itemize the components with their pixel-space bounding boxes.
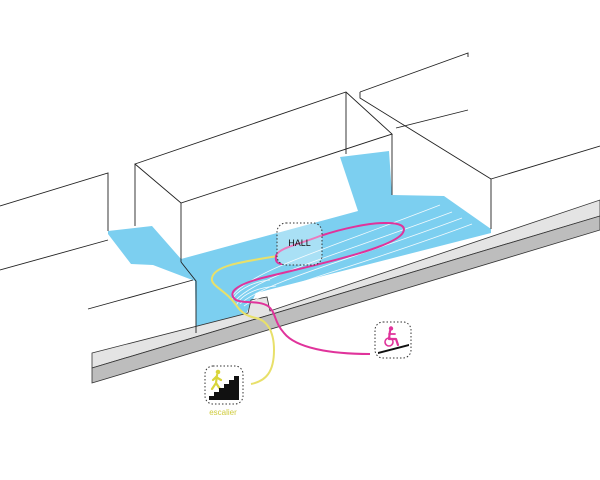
stairs-path <box>210 255 279 385</box>
stairs-walker-icon <box>209 369 239 400</box>
wheelchair-ramp-icon <box>378 326 409 354</box>
blue-plaza <box>108 151 491 333</box>
hall-label: HALL <box>288 238 311 248</box>
stairs-label: escalier <box>209 408 237 417</box>
wheelchair-icon-box <box>374 321 412 359</box>
hall-label-box: HALL <box>276 222 323 266</box>
buildings-wireframe <box>0 52 600 333</box>
stairs-icon-box: escalier <box>204 365 244 417</box>
contour-lines <box>231 204 473 307</box>
accessible-path <box>231 221 405 355</box>
sidewalk-side <box>91 215 600 384</box>
